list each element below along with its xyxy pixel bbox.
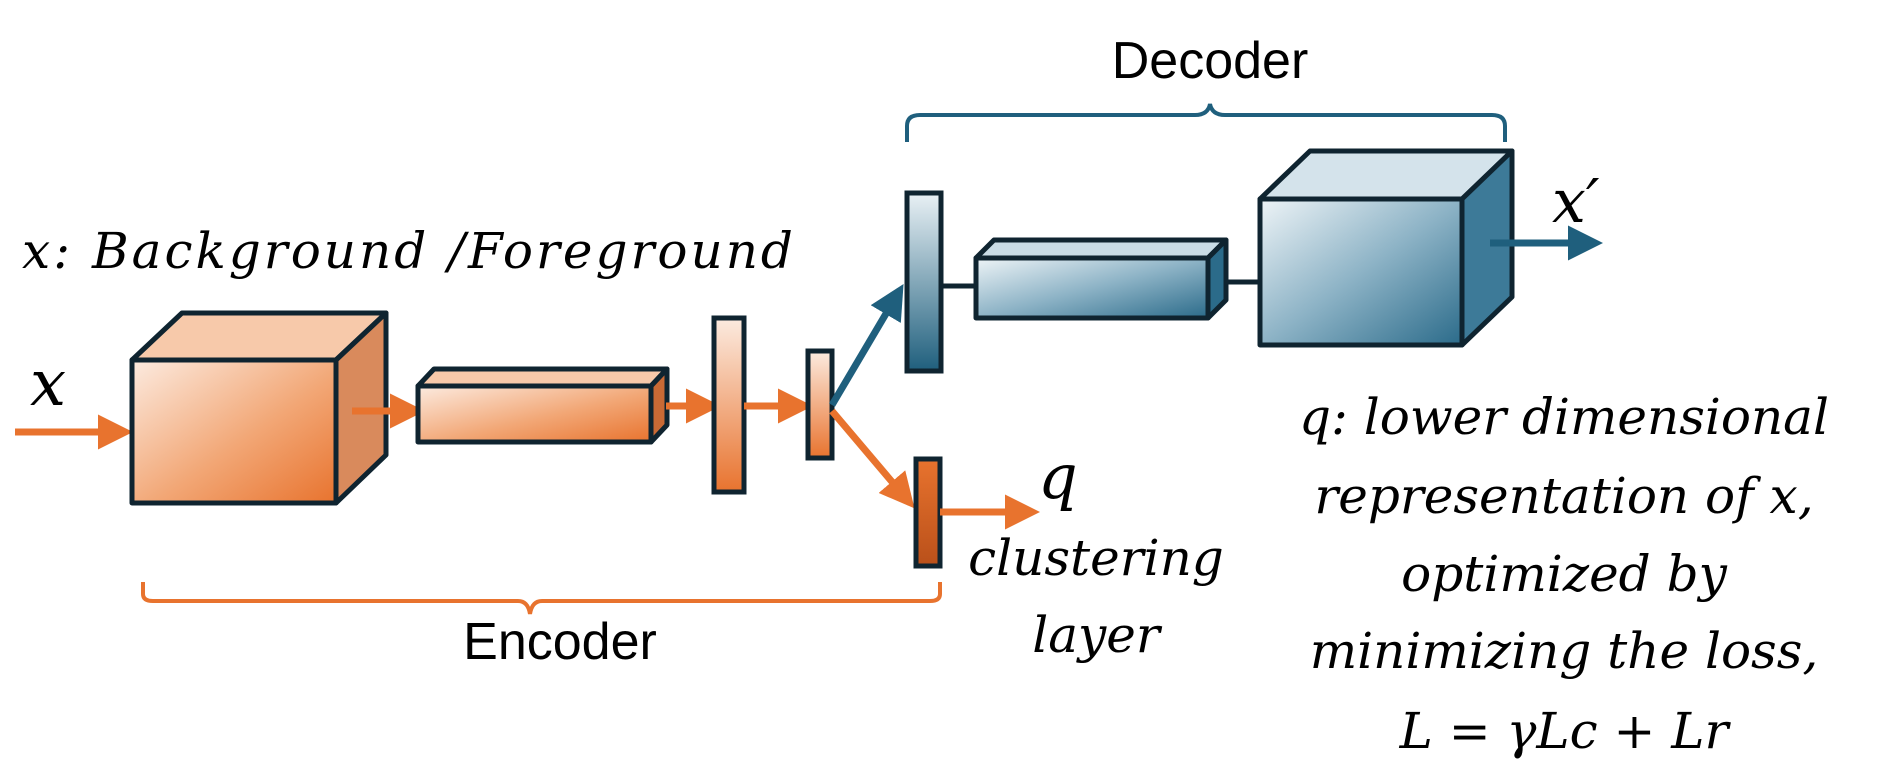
- output-variable: x′: [1552, 167, 1600, 237]
- decoder-brace: [905, 103, 1507, 142]
- clustering-layer: [913, 456, 943, 569]
- q-description-line-5: L = γLc + Lr: [1399, 702, 1732, 760]
- clustering-layer-label-1: clustering: [968, 529, 1224, 587]
- to-decoder-arrow: [828, 283, 904, 407]
- encoder-layer-tall: [711, 315, 747, 495]
- q-description-line-4: minimizing the loss,: [1310, 622, 1819, 680]
- encoder-label: Encoder: [463, 613, 657, 671]
- decoder-layer-tall: [904, 190, 944, 374]
- input-variable: x: [30, 347, 66, 421]
- encoder-cube-large: [129, 310, 389, 506]
- q-description-line-1: q: lower dimensional: [1299, 388, 1829, 446]
- clustering-layer-label-2: layer: [1032, 606, 1163, 664]
- q-variable: q: [1038, 440, 1078, 513]
- encoder-brace: [141, 582, 942, 615]
- to-clustering-arrow: [829, 408, 915, 509]
- decoder-label: Decoder: [1112, 32, 1309, 90]
- decoder-cube-large: [1257, 148, 1515, 348]
- input-description: x: Background /Foreground: [22, 222, 796, 280]
- encoder-bottleneck: [805, 348, 835, 461]
- q-description: q: lower dimensional representation of x…: [1299, 388, 1829, 760]
- q-description-line-2: representation of x,: [1314, 467, 1813, 525]
- encoder-block-flat: [415, 366, 670, 445]
- q-description-line-3: optimized by: [1401, 545, 1727, 603]
- decoder-block-flat: [973, 237, 1229, 321]
